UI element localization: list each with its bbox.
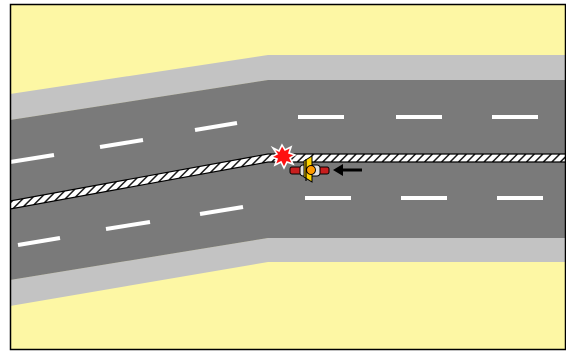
motorcycle [289, 155, 330, 183]
lower-shoulder [10, 238, 565, 306]
lane-markings [10, 115, 543, 247]
arrow-left [333, 164, 362, 176]
collision-point [268, 143, 297, 170]
upper-shoulder [10, 55, 565, 120]
hatched-median-barrier [10, 153, 565, 210]
road-surface [10, 80, 565, 280]
